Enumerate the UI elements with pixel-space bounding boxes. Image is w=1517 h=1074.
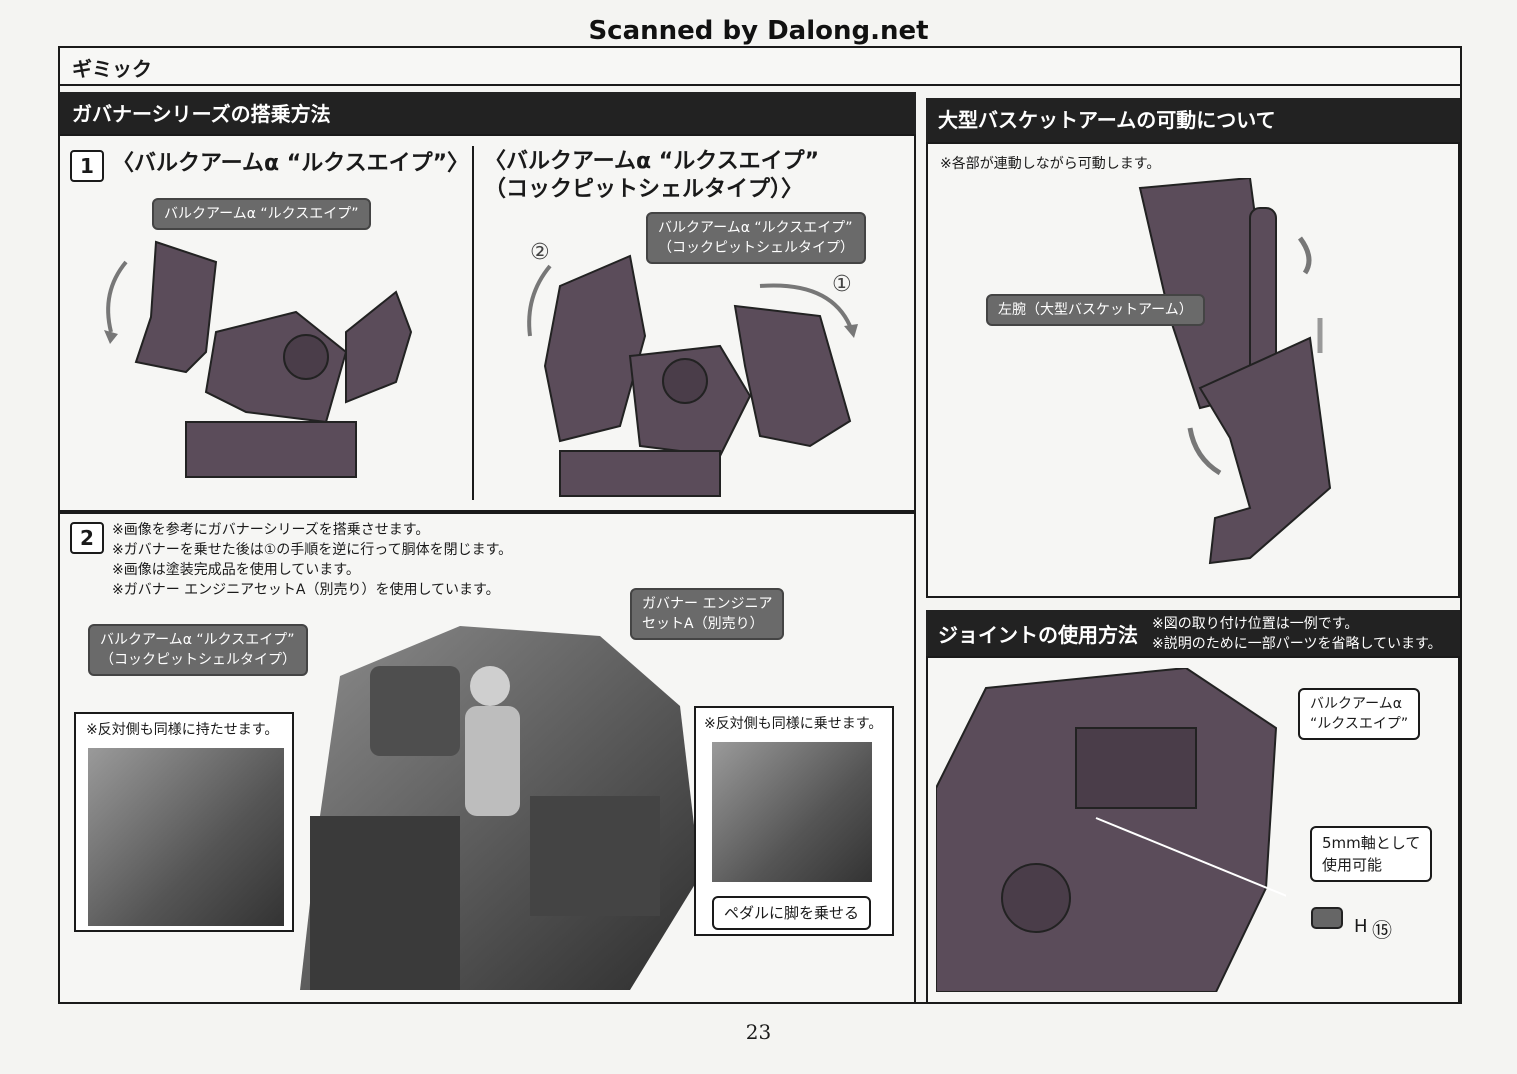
- top-bar: [60, 48, 1460, 86]
- inset-right-note: ※反対側も同様に乗せます。: [704, 716, 883, 732]
- pedal-caption: ペダルに脚を乗せる: [712, 896, 872, 930]
- step1-illustration-a: [104, 240, 413, 478]
- joint-illustration: [936, 668, 1286, 992]
- step1-divider: [472, 146, 474, 500]
- joint-note-1: ※図の取り付け位置は一例です。: [1152, 616, 1359, 632]
- step2-main-photo: [300, 626, 700, 990]
- scan-credit: Scanned by Dalong.net: [588, 16, 929, 46]
- step2-number: 2: [70, 522, 104, 554]
- marker-2: ②: [530, 240, 550, 265]
- engineer-set-callout: ガバナー エンジニア セットA（別売り）: [630, 588, 785, 640]
- step1-callout-b: バルクアームα “ルクスエイプ” （コックピットシェルタイプ）: [646, 212, 866, 264]
- step1-heading-b: 〈バルクアームα “ルクスエイプ” （コックピットシェルタイプ）〉: [484, 149, 820, 202]
- marker-1: ①: [832, 272, 852, 297]
- step2-note: ※ガバナーを乗せた後は①の手順を逆に行って胴体を閉じます。: [112, 542, 513, 558]
- step2-note: ※画像を参考にガバナーシリーズを搭乗させます。: [112, 522, 430, 538]
- section-joint-title-bar: [926, 610, 1460, 656]
- inset-right: ※反対側も同様に乗せます。 ペダルに脚を乗せる: [694, 706, 894, 936]
- section-boarding-title: ガバナーシリーズの搭乗方法: [60, 92, 916, 134]
- inset-left-photo: [88, 748, 284, 926]
- part-number: ⑮: [1372, 918, 1392, 942]
- left-arm-callout: 左腕（大型バスケットアーム）: [986, 294, 1205, 326]
- joint-part-icon: [1311, 907, 1343, 929]
- part-label: H: [1354, 916, 1368, 937]
- step1-number: 1: [70, 150, 104, 182]
- basket-arm-illustration: [1138, 178, 1332, 565]
- lux-ape-callout: バルクアームα “ルクスエイプ”: [1298, 688, 1421, 740]
- step1-callout-a: バルクアームα “ルクスエイプ”: [152, 198, 371, 230]
- page-title: ギミック: [72, 57, 152, 81]
- step1-heading-a: 〈バルクアームα “ルクスエイプ”〉: [112, 151, 470, 176]
- cockpit-type-callout: バルクアームα “ルクスエイプ” （コックピットシェルタイプ）: [88, 624, 308, 676]
- section-basket-arm-title: 大型バスケットアームの可動について: [926, 98, 1460, 142]
- inset-left-note: ※反対側も同様に持たせます。: [86, 722, 279, 738]
- step2-notes: ※画像を参考にガバナーシリーズを搭乗させます。 ※ガバナーを乗せた後は①の手順を…: [112, 520, 512, 600]
- 5mm-label: 5mm軸として 使用可能: [1310, 826, 1433, 882]
- step2-note: ※ガバナー エンジニアセットA（別売り）を使用しています。: [112, 582, 500, 598]
- inset-right-photo: [712, 742, 872, 882]
- joint-notes: ※図の取り付け位置は一例です。 ※説明のために一部パーツを省略しています。: [1152, 614, 1442, 654]
- joint-section-title: ジョイントの使用方法: [938, 623, 1138, 647]
- inset-left: ※反対側も同様に持たせます。: [74, 712, 294, 932]
- joint-note-2: ※説明のために一部パーツを省略しています。: [1152, 636, 1442, 652]
- page-number: 23: [745, 1020, 772, 1044]
- basket-arm-note: ※各部が連動しながら可動します。: [940, 156, 1161, 172]
- step1-illustration-b: [527, 254, 858, 497]
- step2-note: ※画像は塗装完成品を使用しています。: [112, 562, 360, 578]
